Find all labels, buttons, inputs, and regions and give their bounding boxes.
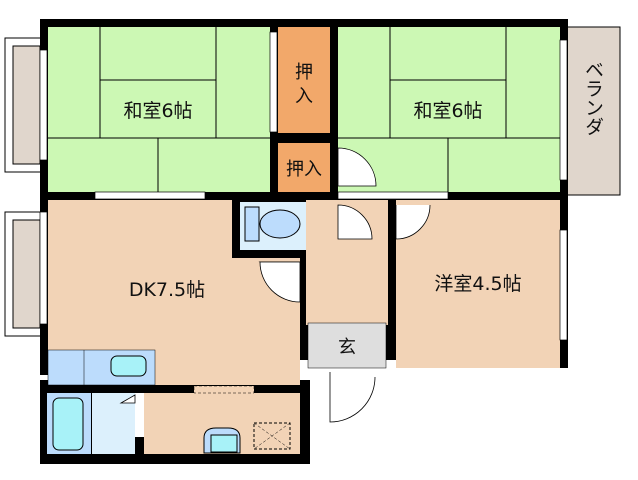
windows — [39, 31, 568, 341]
doors — [119, 147, 431, 423]
closet-top-label-1: 押 — [295, 62, 313, 83]
veranda-label: ベランダ — [582, 60, 604, 136]
room-washitsu-left: 和室6帖 — [48, 27, 270, 192]
closet-top-label-2: 入 — [295, 86, 313, 107]
veranda: ベランダ — [565, 26, 621, 196]
left-balcony-bottom — [4, 211, 42, 337]
room-washitsu-right: 和室6帖 — [338, 27, 560, 192]
washitsu-right-label: 和室6帖 — [413, 100, 482, 122]
dk-label: DK7.5帖 — [129, 279, 205, 301]
youshitsu-label: 洋室4.5帖 — [434, 273, 521, 295]
closet-small-label: 押入 — [286, 159, 322, 180]
genkan: 玄 — [307, 322, 387, 369]
washitsu-left-label: 和室6帖 — [123, 100, 192, 122]
genkan-label: 玄 — [338, 337, 356, 358]
closet-top: 押 入 — [278, 27, 330, 133]
closet-small: 押入 — [278, 143, 330, 192]
left-balcony-top — [4, 37, 42, 173]
room-youshitsu: 洋室4.5帖 — [396, 200, 560, 368]
bath-area — [47, 385, 300, 454]
